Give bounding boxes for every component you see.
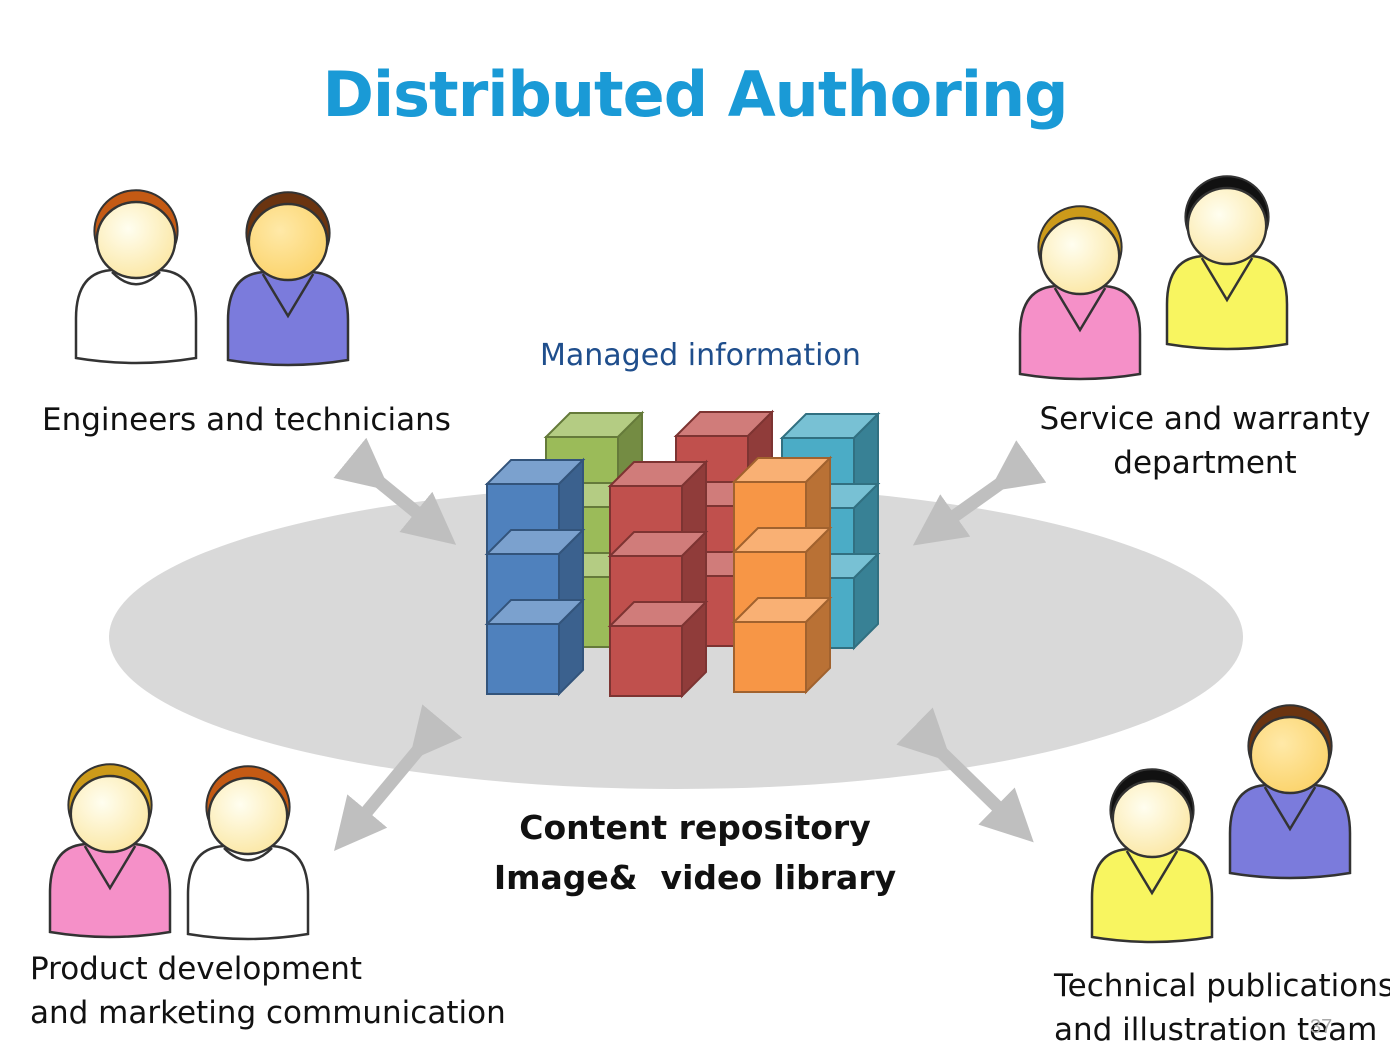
group-label-line: Technical publications	[1054, 968, 1390, 1004]
group-label-techpubs: Technical publications and illustration …	[1054, 964, 1390, 1052]
group-label-line: Service and warranty	[1039, 401, 1371, 437]
managed-information-label: Managed information	[540, 338, 861, 373]
person-icon	[186, 765, 310, 941]
block-cube	[607, 599, 709, 699]
double-arrow-icon	[334, 704, 463, 851]
person-icon	[226, 191, 350, 367]
repository-line-1: Content repository	[519, 808, 871, 847]
person-icon	[1090, 768, 1214, 944]
page-title: Distributed Authoring	[322, 58, 1068, 131]
double-arrow-icon	[896, 707, 1034, 843]
people-group	[48, 175, 1352, 944]
person-icon	[48, 763, 172, 939]
group-label-engineers: Engineers and technicians	[42, 398, 451, 442]
person-icon	[1165, 175, 1289, 351]
person-icon	[74, 189, 198, 365]
group-label-service: Service and warranty department	[1030, 397, 1380, 485]
group-label-line: Engineers and technicians	[42, 402, 451, 438]
group-label-line: and marketing communication	[30, 995, 506, 1031]
group-label-product: Product development and marketing commun…	[30, 947, 506, 1035]
block-cube	[731, 595, 833, 695]
block-stack-icon	[484, 409, 881, 699]
group-label-line: and illustration team	[1054, 1012, 1378, 1048]
double-arrow-icon	[912, 440, 1047, 546]
group-label-line: Product development	[30, 951, 363, 987]
page-number: 37	[1310, 1016, 1333, 1038]
double-arrow-icon	[333, 437, 457, 545]
person-icon	[1228, 704, 1352, 880]
block-cube	[484, 597, 586, 697]
person-icon	[1018, 205, 1142, 381]
group-label-line: department	[1113, 445, 1297, 481]
repository-line-2: Image& video library	[493, 858, 897, 897]
